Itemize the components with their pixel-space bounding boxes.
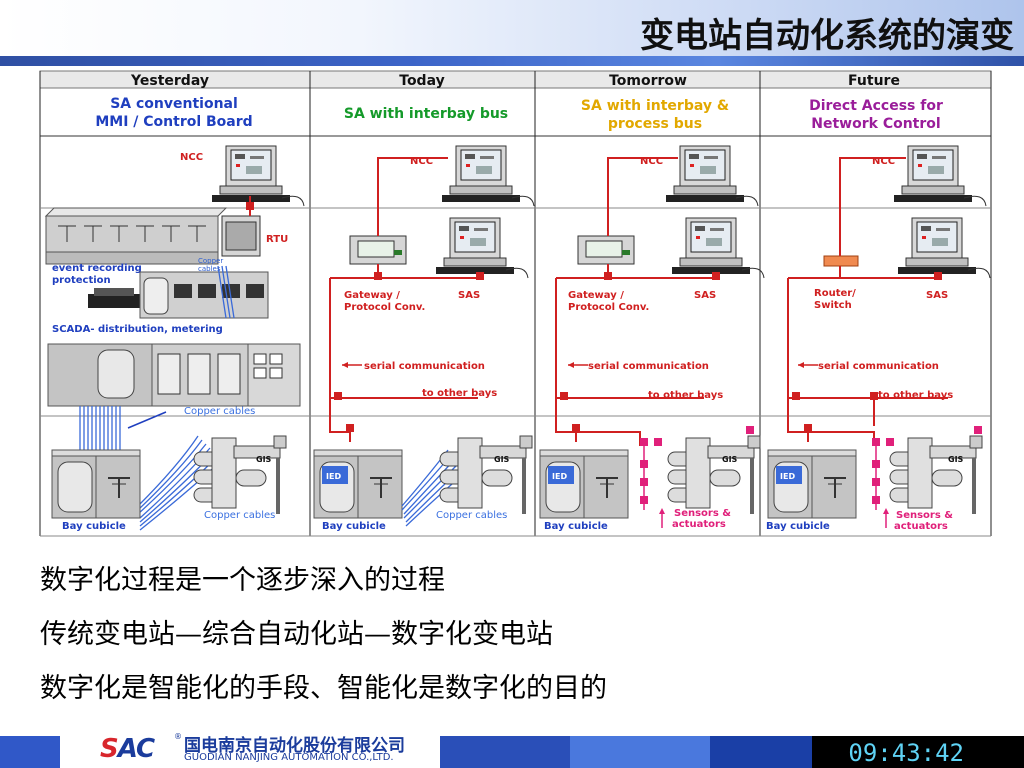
scada-label: SCADA- distribution, metering [52, 324, 223, 335]
sensors-label-4b: actuators [894, 521, 948, 532]
heading-tomorrow-1: SA with interbay & [581, 98, 729, 114]
company-name-cn: 国电南京自动化股份有限公司 [184, 736, 405, 756]
gateway-icon-1 [349, 235, 407, 265]
sas-label-3: SAS [926, 290, 948, 301]
other-bays-label-1: to other bays [422, 388, 497, 399]
scada-cabinets-icon [47, 343, 301, 407]
note-line-1: 数字化过程是一个逐步深入的过程 [40, 565, 445, 596]
note-line-2: 传统变电站—综合自动化站—数字化变电站 [40, 619, 553, 650]
company-logo: SAC ® 国电南京自动化股份有限公司 GUODIAN NANJING AUTO… [60, 728, 440, 768]
gis-icon-2 [438, 434, 534, 516]
ncc-label: NCC [180, 152, 203, 163]
rtu-label: RTU [266, 234, 288, 245]
sas-label-2: SAS [694, 290, 716, 301]
sensors-label-3b: actuators [672, 519, 726, 530]
registered-mark: ® [174, 732, 182, 741]
bay-cubicle-label-4: Bay cubicle [766, 521, 830, 532]
other-bays-label-2: to other bays [648, 390, 723, 401]
bay-cubicle-label-1: Bay cubicle [62, 521, 126, 532]
sas-computer-icon-2 [671, 217, 765, 279]
gis-icon-3 [666, 434, 762, 516]
copper-cables-label-2: Copper cables [204, 510, 275, 521]
bay-cubicle-label-3: Bay cubicle [544, 521, 608, 532]
copper-pointer-1 [127, 411, 167, 429]
gateway-label-1a: Gateway / [344, 290, 400, 301]
gateway-label-2b: Protocol Conv. [568, 302, 649, 313]
serial-label-1: serial communication [364, 361, 485, 372]
copper-cables-label-3: Copper cables [436, 510, 507, 521]
ncc-computer-icon-3 [665, 145, 759, 207]
sas-computer-icon-1 [435, 217, 529, 279]
ied-label-2: IED [552, 472, 567, 481]
heading-yesterday-1: SA conventional [110, 96, 238, 112]
bay-cubicle-icon-1 [51, 449, 141, 519]
clock-display: 09:43:42 [812, 736, 1024, 768]
heading-tomorrow-2: process bus [608, 116, 702, 132]
control-board-icon [44, 207, 228, 265]
protection-rack-icon [139, 271, 269, 319]
router-label-a: Router/ [814, 288, 856, 299]
ncc-computer-icon-4 [893, 145, 987, 207]
gis-label-2: GIS [494, 455, 510, 464]
router-switch-icon [823, 255, 859, 267]
evolution-diagram: Yesterday Today Tomorrow Future SA conve… [28, 66, 1004, 548]
gis-label-3: GIS [722, 455, 738, 464]
copper-small-2: cables [198, 265, 221, 273]
bay-cubicle-label-2: Bay cubicle [322, 521, 386, 532]
gateway-icon-2 [577, 235, 635, 265]
rtu-icon [221, 196, 261, 257]
ncc-computer-icon-2 [441, 145, 535, 207]
heading-future-2: Network Control [811, 116, 940, 132]
serial-label-2: serial communication [588, 361, 709, 372]
era-tomorrow: Tomorrow [609, 73, 687, 89]
gateway-label-1b: Protocol Conv. [344, 302, 425, 313]
gis-label-1: GIS [256, 455, 272, 464]
event-recording-label: event recording [52, 263, 142, 274]
sas-label-1: SAS [458, 290, 480, 301]
router-label-b: Switch [814, 300, 852, 311]
note-line-3: 数字化是智能化的手段、智能化是数字化的目的 [40, 673, 607, 704]
clock-time: 09:43:42 [848, 739, 964, 767]
copper-cables-label-1: Copper cables [184, 406, 255, 417]
ied-label-1: IED [326, 472, 341, 481]
recorder-icon [88, 288, 142, 308]
sac-logo-icon: SAC [100, 734, 155, 764]
serial-label-3: serial communication [818, 361, 939, 372]
ncc-label-3: NCC [640, 156, 663, 167]
title-rule [0, 56, 1024, 66]
sensors-label-3a: Sensors & [674, 508, 731, 519]
ied-label-3: IED [780, 472, 795, 481]
heading-yesterday-2: MMI / Control Board [95, 114, 252, 130]
heading-future-1: Direct Access for [809, 98, 943, 114]
gis-icon-1 [192, 434, 288, 516]
gis-label-4: GIS [948, 455, 964, 464]
ncc-label-2: NCC [410, 156, 433, 167]
sas-computer-icon-3 [897, 217, 991, 279]
title-band [0, 0, 1024, 56]
company-name-en: GUODIAN NANJING AUTOMATION CO.,LTD. [184, 752, 394, 763]
ncc-computer-icon [211, 145, 305, 207]
protection-label: protection [52, 275, 111, 286]
sensors-label-4a: Sensors & [896, 510, 953, 521]
gis-icon-4 [888, 434, 984, 516]
ncc-label-4: NCC [872, 156, 895, 167]
gateway-label-2a: Gateway / [568, 290, 624, 301]
other-bays-label-3: to other bays [878, 390, 953, 401]
era-today: Today [399, 73, 444, 89]
notes: 数字化过程是一个逐步深入的过程 传统变电站—综合自动化站—数字化变电站 数字化是… [40, 566, 607, 728]
heading-today: SA with interbay bus [344, 106, 508, 122]
era-yesterday: Yesterday [130, 73, 209, 89]
slide-title: 变电站自动化系统的演变 [640, 16, 1014, 56]
copper-small-1: Copper [198, 257, 223, 265]
era-future: Future [848, 73, 900, 89]
